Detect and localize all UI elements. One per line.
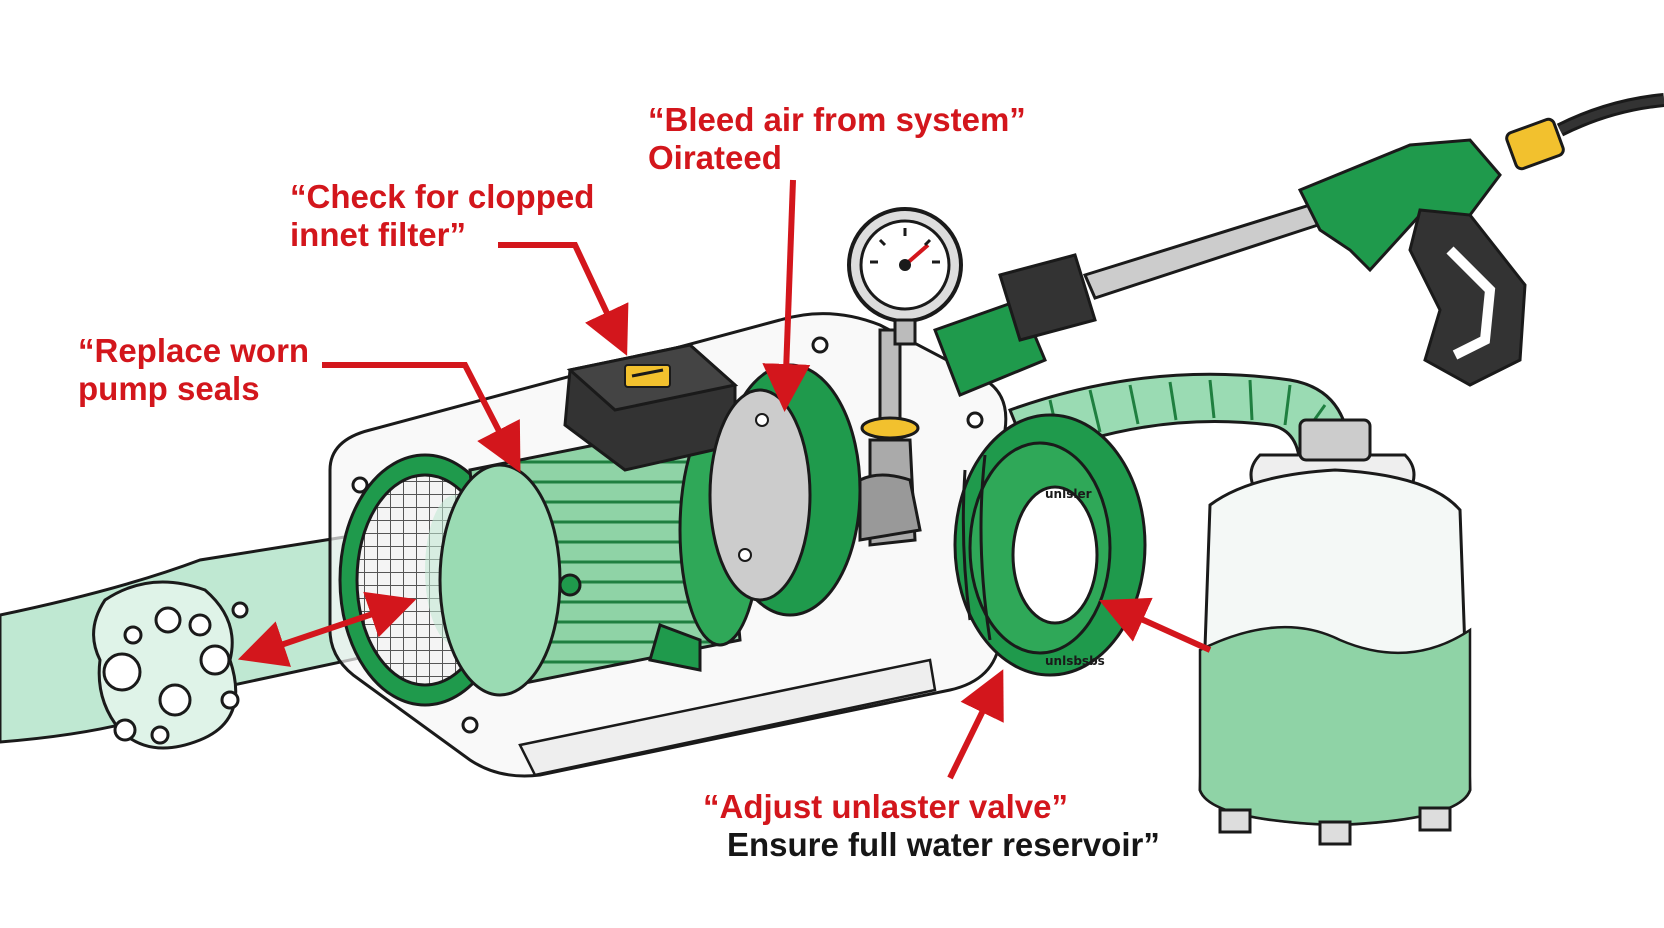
annotation-check-filter: “Check for clopped innet filter” [290, 178, 594, 254]
arrow-filter [498, 242, 629, 356]
annotation-replace-seals: “Replace worn pump seals [78, 332, 309, 408]
seal-ring: unlsler unlsbsbs [953, 413, 1147, 677]
arrow-bleed [762, 179, 811, 412]
spray-gun-icon [1297, 93, 1664, 387]
annotation-bleed-air: “Bleed air from system” Oirateed [648, 101, 1026, 177]
seal-ring-top-mark: unlsler [1045, 487, 1092, 501]
arrow-valve [947, 669, 1004, 780]
annotation-valve-line2: Ensure full water reservoir” [727, 826, 1160, 863]
terminal-box [563, 343, 739, 472]
annotation-seals-line1: “Replace worn [78, 332, 310, 369]
annotation-arrows [237, 179, 1212, 780]
unloader-valve [858, 328, 922, 547]
inlet-water-tube [0, 523, 422, 750]
annotation-valve-line1: “Adjust unlaster valve” [703, 788, 1068, 825]
seal-ring-bottom-mark: unlsbsbs [1045, 654, 1105, 668]
annotation-seals-line2: pump seals [78, 370, 260, 407]
annotation-filter-line2: innet filter” [290, 216, 467, 253]
water-reservoir-icon [1198, 418, 1472, 846]
annotation-bleed-line2: Oirateed [648, 139, 782, 176]
arrow-seals [322, 362, 521, 473]
pressure-gauge-icon [847, 207, 963, 346]
annotation-bleed-line1: “Bleed air from system” [648, 101, 1026, 138]
annotation-adjust-valve: “Adjust unlaster valve” Ensure full wate… [703, 788, 1160, 864]
arrow-reservoir [1099, 597, 1212, 653]
annotation-filter-line1: “Check for clopped [290, 178, 595, 215]
pump-head [708, 363, 862, 617]
arrow-inlet-flow [237, 591, 417, 667]
spray-wand [933, 203, 1320, 397]
